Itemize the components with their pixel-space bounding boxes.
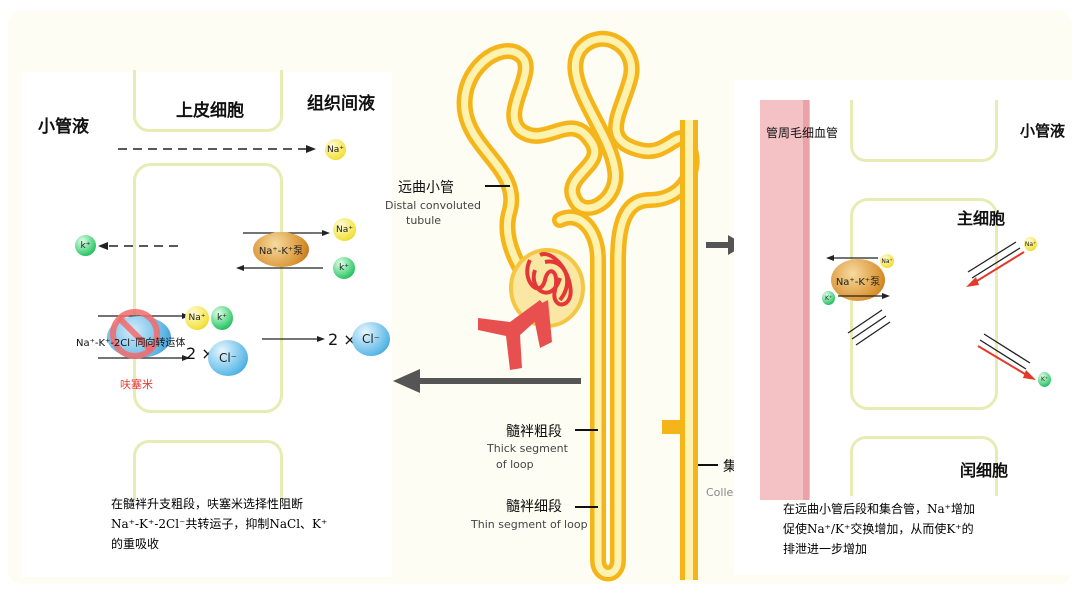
left-caption-line-1: 在髓袢升支粗段，呋塞米选择性阻断 (111, 497, 304, 511)
right-caption: 在远曲小管后段和集合管，Na⁺增加 促使Na⁺/K⁺交换增加，从而使K⁺的 排泄… (783, 499, 975, 559)
distal-tubule-en-line-1: Distal convoluted (385, 199, 481, 212)
thin-segment-cn-label: 髓袢细段 (506, 499, 562, 515)
thick-segment-en-line-2: of loop (496, 458, 534, 471)
epithelial-cell-label: 上皮细胞 (176, 101, 244, 121)
principal-cell-top (850, 100, 998, 162)
afferent-arteriole (478, 300, 552, 370)
capillary-band-edge (803, 100, 809, 500)
nephron-tubule (456, 30, 700, 582)
intercalated-cell-label: 闰细胞 (960, 461, 1009, 480)
na-ion-right-entry: Na⁺ (1024, 237, 1037, 251)
epithelial-cell-bottom (133, 440, 283, 500)
left-caption: 在髓袢升支粗段，呋塞米选择性阻断 Na⁺-K⁺-2Cl⁻共转运子，抑制NaCl、… (111, 494, 327, 554)
block-sign-icon (110, 309, 160, 359)
left-big-arrow-icon (393, 369, 581, 393)
right-tubular-fluid-label: 小管液 (1020, 122, 1066, 140)
collecting-duct (662, 120, 698, 580)
thin-segment-en-label: Thin segment of loop (471, 518, 588, 531)
k-leak-arrowhead (98, 242, 108, 250)
k-ion-pump: k⁺ (333, 257, 355, 279)
right-caption-line-2: 促使Na⁺/K⁺交换增加，从而使K⁺的 (783, 522, 974, 536)
left-caption-line-2: Na⁺-K⁺-2Cl⁻共转运子，抑制NaCl、K⁺ (111, 517, 328, 531)
principal-cell-main (850, 198, 998, 410)
k-exit-arrows (977, 333, 1036, 380)
na-entry-arrows (966, 241, 1025, 287)
k-secretion-arrows (847, 309, 891, 346)
cotransporter-label: Na⁺-K⁺-2Cl⁻同向转运体 (76, 338, 186, 349)
epithelial-cell-main (133, 163, 283, 413)
na-ion-right-pump: Na⁺ (880, 254, 894, 268)
na-passive-arrowhead (306, 145, 316, 153)
glomerulus (525, 252, 573, 307)
left-caption-line-3: 的重吸收 (111, 537, 160, 551)
na-ion-cotransport: Na⁺ (185, 306, 209, 330)
na-k-pump-right: Na⁺-K⁺泵 (831, 259, 885, 301)
intercalated-cell (850, 436, 998, 496)
epithelial-cell-top (133, 70, 283, 132)
distal-tubule-cn-label: 远曲小管 (398, 180, 454, 196)
thick-segment-en-line-1: Thick segment (487, 442, 568, 455)
k-ion-right-pump: K⁺ (822, 291, 835, 305)
capillary-band (760, 100, 810, 500)
furosemide-label: 呋塞米 (120, 378, 153, 391)
principal-cell-label: 主细胞 (957, 209, 1006, 228)
na-k-pump-left: Na⁺-K⁺泵 (253, 232, 309, 267)
k-ion-cotransport: k⁺ (211, 306, 233, 330)
thick-segment-cn-label: 髓袢粗段 (506, 424, 562, 440)
right-caption-line-1: 在远曲小管后段和集合管，Na⁺增加 (783, 502, 975, 516)
capillary-label: 管周毛细血管 (766, 126, 839, 140)
interstitial-fluid-label: 组织间液 (307, 94, 375, 114)
k-ion-left: k⁺ (75, 235, 96, 256)
cl-ion-exit: Cl⁻ (352, 322, 390, 356)
two-cl-label: 2 × (328, 330, 357, 349)
right-caption-line-3: 排泄进一步增加 (783, 542, 868, 556)
na-ion-top: Na⁺ (325, 139, 346, 160)
cl-ion-cotransport: Cl⁻ (208, 340, 248, 376)
distal-tubule-en-line-2: tubule (406, 214, 442, 227)
k-ion-right-exit: K⁺ (1038, 372, 1051, 387)
tubular-fluid-label: 小管液 (38, 117, 89, 137)
na-ion-pump: Na⁺ (333, 218, 356, 241)
two-times-label: 2 × (186, 344, 215, 363)
